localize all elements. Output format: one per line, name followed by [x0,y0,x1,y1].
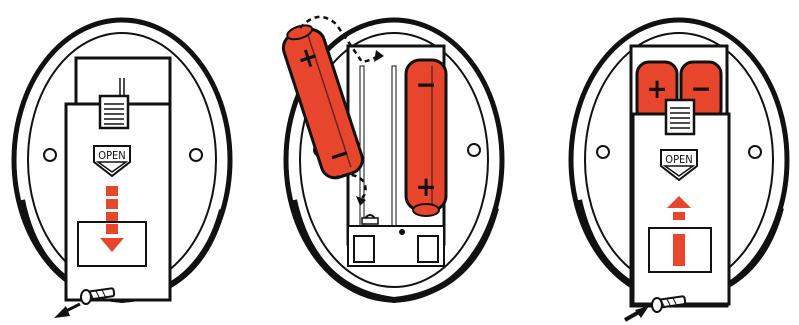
mount-hole-right [190,149,202,161]
battery-plus-sign: + [646,72,667,105]
battery-icon: − + [406,60,446,216]
battery-cover [633,114,729,304]
arrow-in-icon [625,306,649,320]
battery-minus-sign: − [415,68,436,101]
open-label: OPEN [665,153,692,166]
mount-hole-left [44,149,56,161]
mount-hole-right [468,144,480,156]
open-label: OPEN [98,149,125,162]
step-insert-batteries-panel: − + + − [266,0,532,325]
screw-icon [652,296,685,312]
screw-icon [81,288,114,304]
cover-latch [666,100,694,134]
mount-hole-right [749,146,761,158]
cover-latch [100,96,128,128]
mount-hole-left [597,146,609,158]
insert-batteries-illustration: − + + − [266,0,532,325]
step-remove-cover-panel: OPEN [0,0,266,325]
remove-cover-illustration: OPEN [0,0,266,325]
arrow-out-icon [54,304,80,318]
battery-plus-sign: + [415,170,436,203]
step-close-cover-panel: + − OPEN [533,0,799,325]
close-cover-illustration: + − OPEN [533,0,799,325]
